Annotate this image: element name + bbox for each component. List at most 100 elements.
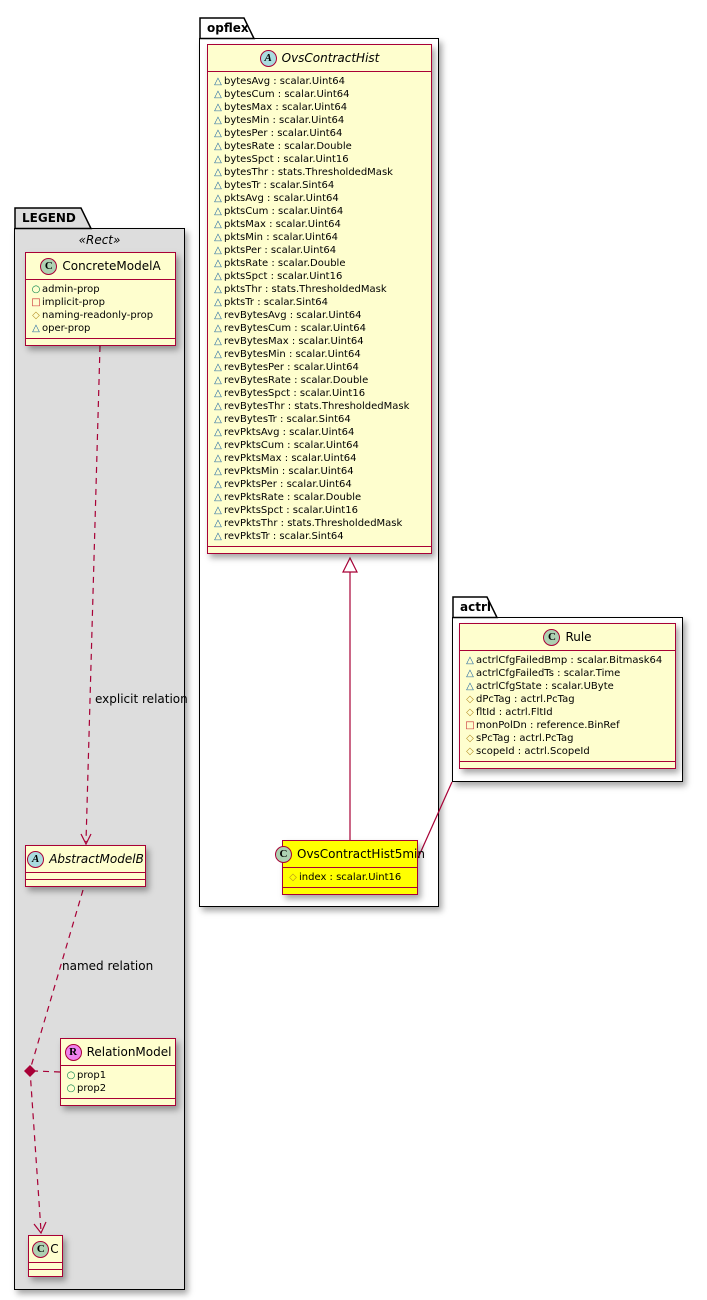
attribute-row: bytesAvg : scalar.Uint64 <box>212 75 427 88</box>
attribute-row: actrlCfgFailedTs : scalar.Time <box>464 667 671 680</box>
edge-label-explicit-relation: explicit relation <box>95 692 188 706</box>
triangle-visibility-icon <box>212 298 224 308</box>
attribute-row: bytesRate : scalar.Double <box>212 140 427 153</box>
attribute-row: revBytesSpct : scalar.Uint16 <box>212 387 427 400</box>
attributes-section: bytesAvg : scalar.Uint64bytesCum : scala… <box>208 71 431 546</box>
attribute-text: revBytesSpct : scalar.Uint16 <box>224 388 366 399</box>
attribute-text: bytesAvg : scalar.Uint64 <box>224 76 345 87</box>
attribute-row: bytesCum : scalar.Uint64 <box>212 88 427 101</box>
triangle-visibility-icon <box>30 324 42 334</box>
class-title: C OvsContractHist5min <box>275 841 425 867</box>
diamond-visibility-icon <box>464 708 476 718</box>
attribute-row: pktsAvg : scalar.Uint64 <box>212 192 427 205</box>
class-rule: C Rule actrlCfgFailedBmp : scalar.Bitmas… <box>459 623 676 769</box>
package-opflex-tab <box>199 17 256 40</box>
triangle-visibility-icon <box>464 669 476 679</box>
attribute-row: sPcTag : actrl.PcTag <box>464 732 671 745</box>
package-legend-body <box>14 228 185 1290</box>
attributes-section: prop1prop2 <box>61 1065 175 1098</box>
triangle-visibility-icon <box>212 441 224 451</box>
attribute-row: bytesTr : scalar.Sint64 <box>212 179 427 192</box>
attribute-row: pktsThr : stats.ThresholdedMask <box>212 283 427 296</box>
edge-label-named-relation: named relation <box>62 959 154 973</box>
attribute-text: bytesTr : scalar.Sint64 <box>224 180 335 191</box>
attribute-row: bytesMax : scalar.Uint64 <box>212 101 427 114</box>
attribute-text: bytesRate : scalar.Double <box>224 141 352 152</box>
diamond-visibility-icon <box>464 747 476 757</box>
attribute-text: revPktsTr : scalar.Sint64 <box>224 531 344 542</box>
attribute-text: revBytesMin : scalar.Uint64 <box>224 349 361 360</box>
attribute-row: revPktsCum : scalar.Uint64 <box>212 439 427 452</box>
methods-section <box>208 546 431 553</box>
attribute-text: monPolDn : reference.BinRef <box>476 720 620 731</box>
package-actrl-tab <box>452 596 499 619</box>
attribute-row: monPolDn : reference.BinRef <box>464 719 671 732</box>
attribute-row: pktsMin : scalar.Uint64 <box>212 231 427 244</box>
attribute-row: revBytesMax : scalar.Uint64 <box>212 335 427 348</box>
triangle-visibility-icon <box>212 246 224 256</box>
attribute-text: revPktsAvg : scalar.Uint64 <box>224 427 355 438</box>
class-title: C C <box>29 1236 62 1262</box>
triangle-visibility-icon <box>212 402 224 412</box>
class-name: Rule <box>565 630 592 644</box>
attribute-row: bytesMin : scalar.Uint64 <box>212 114 427 127</box>
attribute-text: pktsMin : scalar.Uint64 <box>224 232 338 243</box>
attribute-text: revPktsThr : stats.ThresholdedMask <box>224 518 403 529</box>
attribute-text: revPktsMax : scalar.Uint64 <box>224 453 357 464</box>
attribute-row: implicit-prop <box>30 296 171 309</box>
attribute-row: index : scalar.Uint16 <box>287 871 413 884</box>
triangle-visibility-icon <box>212 363 224 373</box>
attribute-text: fltId : actrl.FltId <box>476 707 553 718</box>
attribute-text: revPktsMin : scalar.Uint64 <box>224 466 354 477</box>
attribute-text: implicit-prop <box>42 297 105 308</box>
class-ovscontracthist5min: C OvsContractHist5min index : scalar.Uin… <box>275 840 425 895</box>
triangle-visibility-icon <box>212 77 224 87</box>
attribute-text: revPktsCum : scalar.Uint64 <box>224 440 359 451</box>
package-legend-label: LEGEND <box>22 211 76 225</box>
diamond-visibility-icon <box>287 873 299 883</box>
attribute-row: scopeId : actrl.ScopeId <box>464 745 671 758</box>
abstract-spot-icon: A <box>27 850 45 868</box>
attribute-text: pktsAvg : scalar.Uint64 <box>224 193 339 204</box>
attribute-text: actrlCfgState : scalar.UByte <box>476 681 614 692</box>
attribute-row: actrlCfgState : scalar.UByte <box>464 680 671 693</box>
attribute-row: pktsMax : scalar.Uint64 <box>212 218 427 231</box>
class-name: AbstractModelB <box>49 852 144 866</box>
legend-stereotype: «Rect» <box>78 233 121 247</box>
square-visibility-icon <box>464 721 476 731</box>
triangle-visibility-icon <box>212 428 224 438</box>
methods-section <box>29 1269 62 1276</box>
class-spot-icon: C <box>40 257 58 275</box>
attribute-row: bytesSpct : scalar.Uint16 <box>212 153 427 166</box>
attribute-row: revPktsSpct : scalar.Uint16 <box>212 504 427 517</box>
triangle-visibility-icon <box>212 103 224 113</box>
circle-visibility-icon <box>30 285 42 295</box>
abstract-spot-icon: A <box>259 49 277 67</box>
attribute-row: revPktsRate : scalar.Double <box>212 491 427 504</box>
triangle-visibility-icon <box>212 324 224 334</box>
attribute-text: actrlCfgFailedBmp : scalar.Bitmask64 <box>476 655 663 666</box>
attribute-row: naming-readonly-prop <box>30 309 171 322</box>
triangle-visibility-icon <box>212 350 224 360</box>
triangle-visibility-icon <box>464 682 476 692</box>
methods-section <box>460 761 675 768</box>
circle-visibility-icon <box>65 1071 77 1081</box>
class-concretemodela: C ConcreteModelA admin-propimplicit-prop… <box>25 252 176 346</box>
attribute-text: actrlCfgFailedTs : scalar.Time <box>476 668 621 679</box>
attribute-row: prop2 <box>65 1082 171 1095</box>
attribute-text: bytesMin : scalar.Uint64 <box>224 115 345 126</box>
triangle-visibility-icon <box>212 467 224 477</box>
attributes-section: index : scalar.Uint16 <box>283 867 417 887</box>
attribute-row: oper-prop <box>30 322 171 335</box>
attribute-row: revBytesMin : scalar.Uint64 <box>212 348 427 361</box>
square-visibility-icon <box>30 298 42 308</box>
class-spot-icon: C <box>275 845 292 863</box>
attribute-row: actrlCfgFailedBmp : scalar.Bitmask64 <box>464 654 671 667</box>
methods-section <box>26 879 145 886</box>
class-relationmodel: R RelationModel prop1prop2 <box>60 1038 176 1106</box>
triangle-visibility-icon <box>464 656 476 666</box>
attribute-text: naming-readonly-prop <box>42 310 154 321</box>
attribute-text: prop2 <box>77 1083 107 1094</box>
package-opflex-label: opflex <box>207 21 249 35</box>
